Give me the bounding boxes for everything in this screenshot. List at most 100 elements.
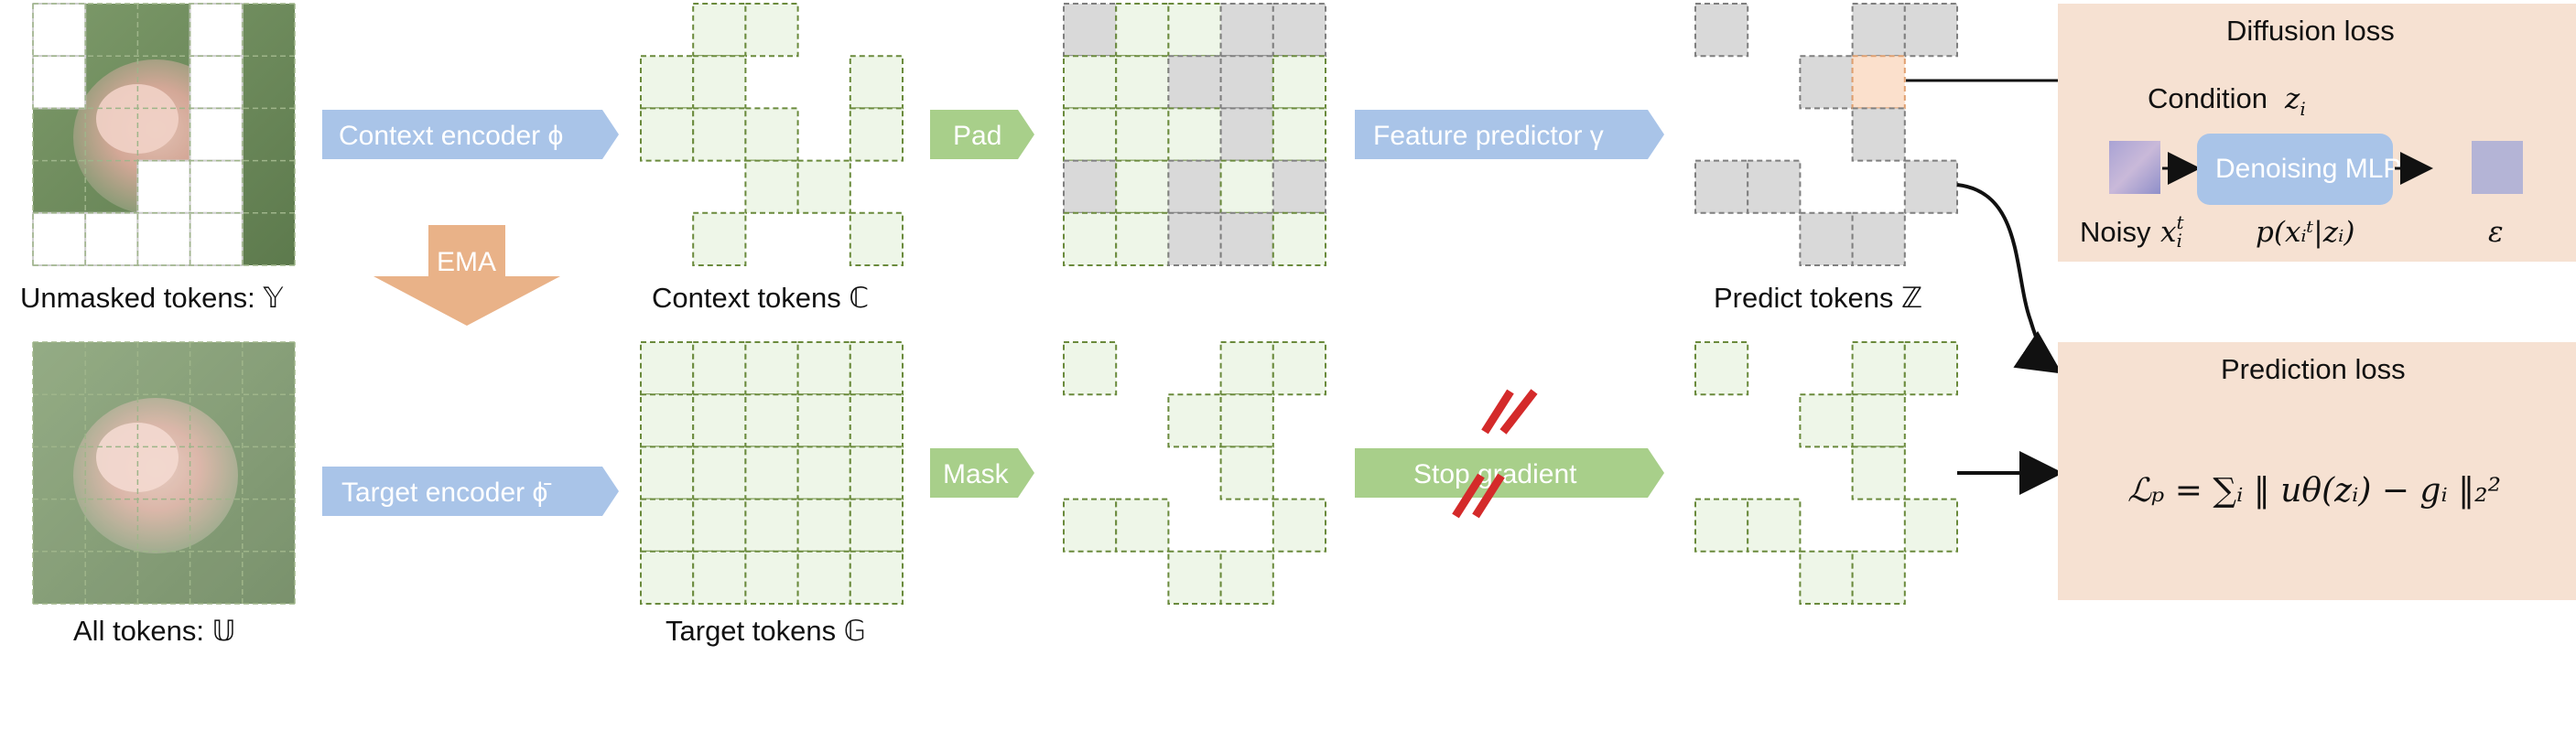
target-token [849, 550, 904, 605]
context-encoder-label: Context encoder ϕ [339, 121, 563, 151]
target-token [640, 550, 695, 605]
context-token [640, 107, 695, 162]
mask-token [1167, 55, 1222, 110]
context-token [796, 159, 851, 214]
stop-slash-4 [1472, 473, 1505, 519]
masked-patch [189, 55, 244, 110]
masked-patch [84, 211, 139, 267]
masked-patch [136, 211, 191, 267]
masked-patch [189, 107, 244, 162]
ema-label: EMA [437, 247, 496, 277]
predict-token [1694, 3, 1749, 58]
context-token [1167, 107, 1222, 162]
masked-patch [189, 3, 244, 58]
context-token [692, 55, 747, 110]
masked-patch [189, 159, 244, 214]
target-token [796, 550, 851, 605]
context-token [1219, 159, 1274, 214]
stop-slash-3 [1499, 389, 1538, 435]
masked-target-token [1272, 498, 1327, 553]
target-token [1747, 498, 1802, 553]
context-token [849, 107, 904, 162]
target-token [640, 341, 695, 396]
all-tokens-label: All tokens: 𝕌 [73, 615, 235, 647]
context-tokens-label: Context tokens ℂ [652, 282, 869, 314]
denoised-output-image [2472, 141, 2523, 194]
target-token [1851, 550, 1906, 605]
masked-target-token [1219, 446, 1274, 500]
prediction-loss-formula: ℒₚ = ∑ᵢ ‖ uθ(zᵢ) − gᵢ ‖₂² [2127, 472, 2501, 510]
context-token [1272, 107, 1327, 162]
mask-token [1063, 159, 1118, 214]
context-token [1115, 211, 1170, 267]
prediction-connector-curve [1956, 183, 2062, 374]
mask-token [1272, 3, 1327, 58]
target-token [1851, 393, 1906, 448]
context-token [692, 107, 747, 162]
predict-token [1747, 159, 1802, 214]
target-tokens-grid [640, 341, 904, 605]
target-token [692, 393, 747, 448]
pad-arrow: Pad [930, 110, 1034, 159]
target-encoder-label: Target encoder ϕ̄ [341, 478, 552, 508]
target-token [744, 550, 799, 605]
context-token [744, 107, 799, 162]
target-token [692, 498, 747, 553]
feature-predictor-arrow: Feature predictor γ [1355, 110, 1664, 159]
target-token [1799, 550, 1854, 605]
unmasked-image [32, 3, 296, 267]
context-token [1272, 55, 1327, 110]
predict-token [1851, 3, 1906, 58]
context-token [1167, 3, 1222, 58]
target-token [1694, 341, 1749, 396]
mask-token [1063, 3, 1118, 58]
masked-target-token [1272, 341, 1327, 396]
predict-token [1851, 211, 1906, 267]
target-tokens-label: Target tokens 𝔾 [666, 615, 866, 647]
unmasked-tokens-label: Unmasked tokens: 𝕐 [20, 282, 283, 314]
masked-patch [189, 211, 244, 267]
condition-label: Condition [2148, 82, 2268, 114]
masked-target-token [1219, 550, 1274, 605]
condition-var: zi [2284, 82, 2306, 120]
masked-target-token [1219, 341, 1274, 396]
masked-target-grid [1063, 341, 1327, 605]
target-token [744, 446, 799, 500]
mask-token [1219, 3, 1274, 58]
denoising-mlp-box [2197, 134, 2393, 205]
target-token [692, 550, 747, 605]
masked-target-token [1167, 393, 1222, 448]
predict-tokens-label: Predict tokens ℤ [1714, 282, 1922, 314]
masked-patch [32, 55, 87, 110]
target-token [744, 341, 799, 396]
ema-arrow: EMA [373, 225, 560, 326]
mask-label: Mask [943, 459, 1010, 489]
diffusion-loss-title: Diffusion loss [2226, 15, 2395, 47]
stop-slash-1 [1481, 389, 1514, 435]
target-token [1694, 498, 1749, 553]
target-token [796, 341, 851, 396]
noisy-input-image [2109, 141, 2160, 194]
target-token [849, 393, 904, 448]
target-token [1799, 393, 1854, 448]
target-token [744, 498, 799, 553]
target-token [744, 393, 799, 448]
context-token [692, 211, 747, 267]
predict-target-grid [1694, 341, 1959, 605]
masked-target-token [1063, 498, 1118, 553]
target-encoder-arrow: Target encoder ϕ̄ [322, 467, 619, 516]
highlighted-predict-token [1851, 55, 1906, 110]
context-token [1063, 211, 1118, 267]
context-token [849, 55, 904, 110]
masked-patch [136, 159, 191, 214]
pad-label: Pad [953, 121, 1001, 151]
context-tokens-grid [640, 3, 904, 267]
noisy-label: Noisy [2080, 216, 2151, 248]
denoising-mlp-label: Denoising MLP [2215, 154, 2401, 184]
mask-arrow: Mask [930, 448, 1034, 498]
stop-slash-2 [1452, 473, 1485, 519]
target-token [1903, 341, 1959, 396]
predict-tokens-grid [1694, 3, 1959, 267]
